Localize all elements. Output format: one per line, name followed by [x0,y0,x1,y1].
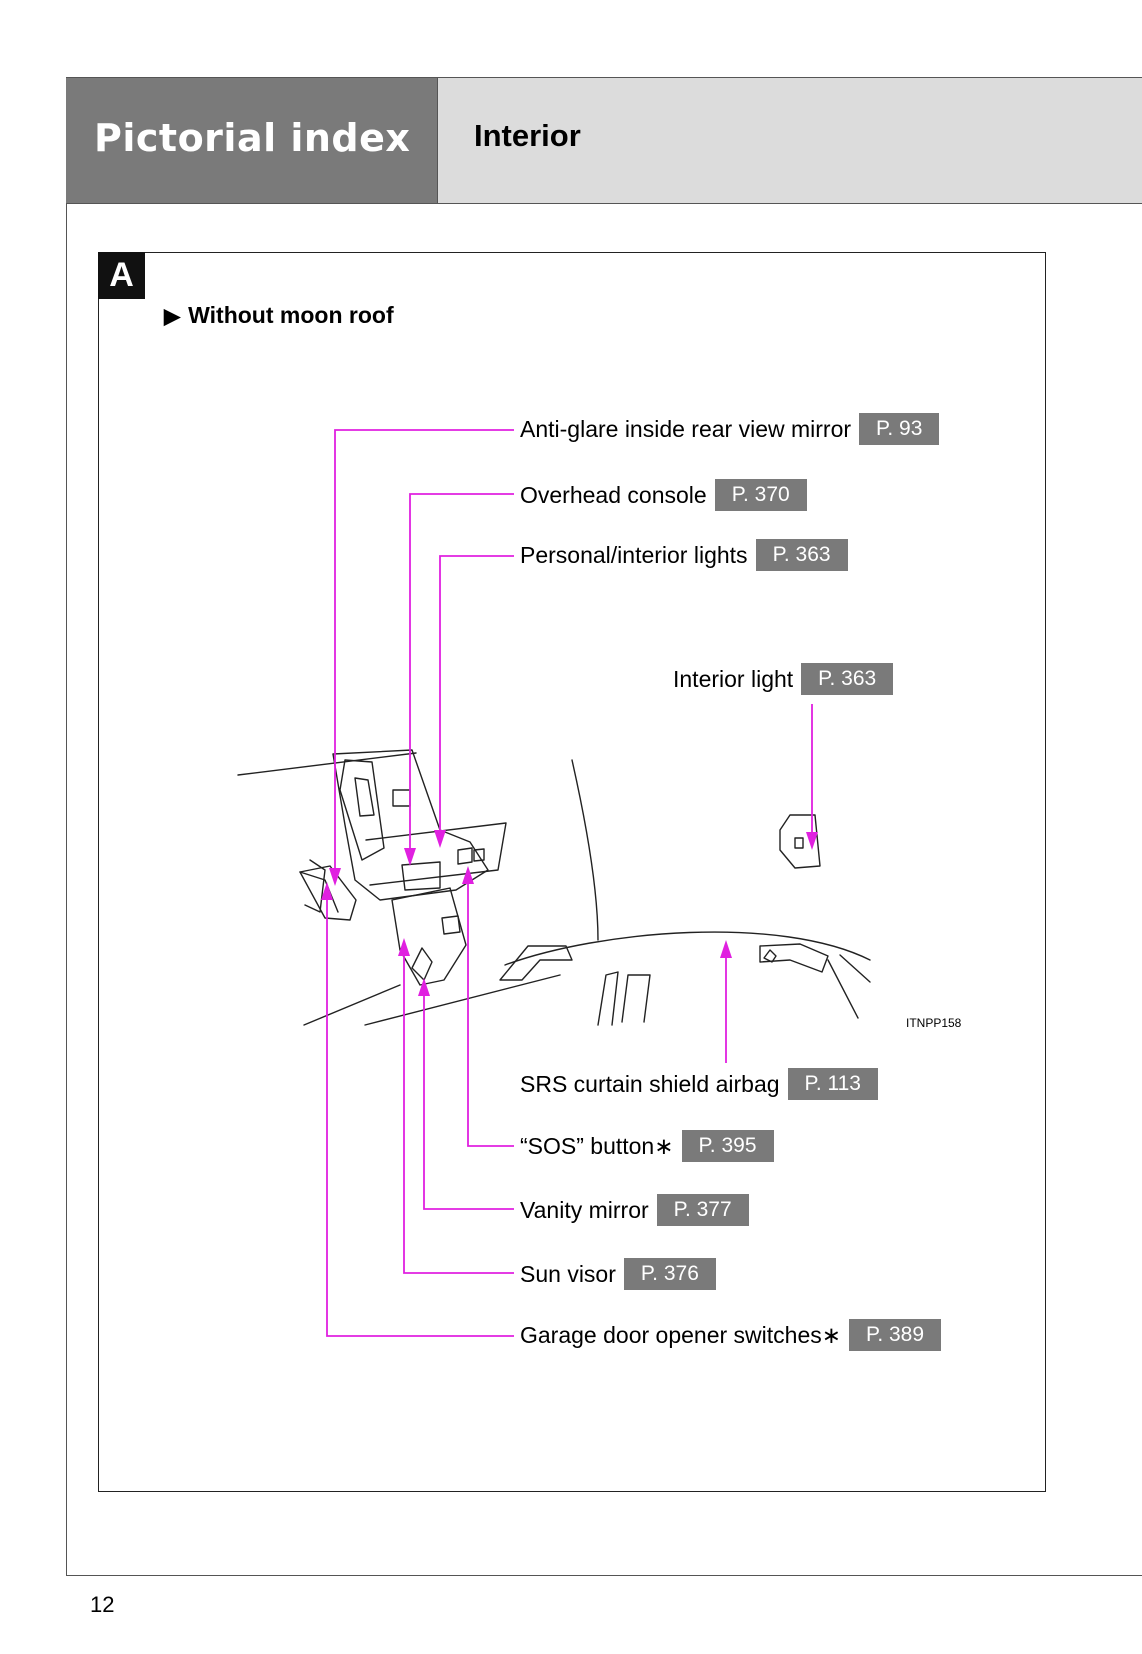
page-ref-link[interactable]: P. 363 [801,663,894,695]
callout-overhead-console: Overhead console P. 370 [520,479,807,511]
callout-sun-visor: Sun visor P. 376 [520,1258,716,1290]
figure-tag: A [98,252,145,299]
callout-label: “SOS” button∗ [520,1133,674,1159]
page-ref-link[interactable]: P. 377 [656,1194,749,1226]
callout-label: Anti-glare inside rear view mirror [520,416,852,442]
page-number: 12 [90,1592,115,1617]
callout-personal-interior-lights: Personal/interior lights P. 363 [520,539,848,571]
figure-frame [98,252,1046,1492]
callout-curtain-airbag: SRS curtain shield airbag P. 113 [520,1068,878,1100]
leader-arrowheads [321,830,818,996]
callout-label: Sun visor [520,1261,616,1287]
subsection-title: Interior [474,118,581,153]
callout-label: Vanity mirror [520,1197,649,1223]
callout-rear-view-mirror: Anti-glare inside rear view mirror P. 93 [520,413,940,445]
page-ref-link[interactable]: P. 376 [623,1258,716,1290]
page-ref-link[interactable]: P. 363 [755,539,848,571]
callout-label: Personal/interior lights [520,542,748,568]
page-ref-link[interactable]: P. 113 [787,1068,878,1100]
callout-garage-door-opener: Garage door opener switches∗ P. 389 [520,1319,942,1351]
page-ref-link[interactable]: P. 370 [714,479,807,511]
page-ref-link[interactable]: P. 93 [859,413,940,445]
callout-vanity-mirror: Vanity mirror P. 377 [520,1194,749,1226]
page-ref-link[interactable]: P. 395 [681,1130,774,1162]
variant-heading: ▶ Without moon roof [164,302,394,329]
callout-label: SRS curtain shield airbag [520,1071,780,1097]
callout-sos-button: “SOS” button∗ P. 395 [520,1130,774,1162]
section-title: Pictorial index [94,116,411,160]
callout-label: Garage door opener switches∗ [520,1322,842,1348]
figure-code: ITNPP158 [906,1016,962,1030]
callout-interior-light: Interior light P. 363 [673,663,894,695]
page-header: Pictorial index Interior [66,77,1142,204]
car-interior-illustration [237,749,871,1026]
page-frame [66,77,1142,1576]
variant-label: Without moon roof [188,302,394,328]
leader-lines [326,429,813,1337]
triangle-bullet-icon: ▶ [164,305,181,328]
subsection-tab: Interior [438,78,1142,203]
callout-label: Overhead console [520,482,707,508]
callout-label: Interior light [673,666,794,692]
page-ref-link[interactable]: P. 389 [849,1319,942,1351]
section-tab: Pictorial index [66,78,438,203]
